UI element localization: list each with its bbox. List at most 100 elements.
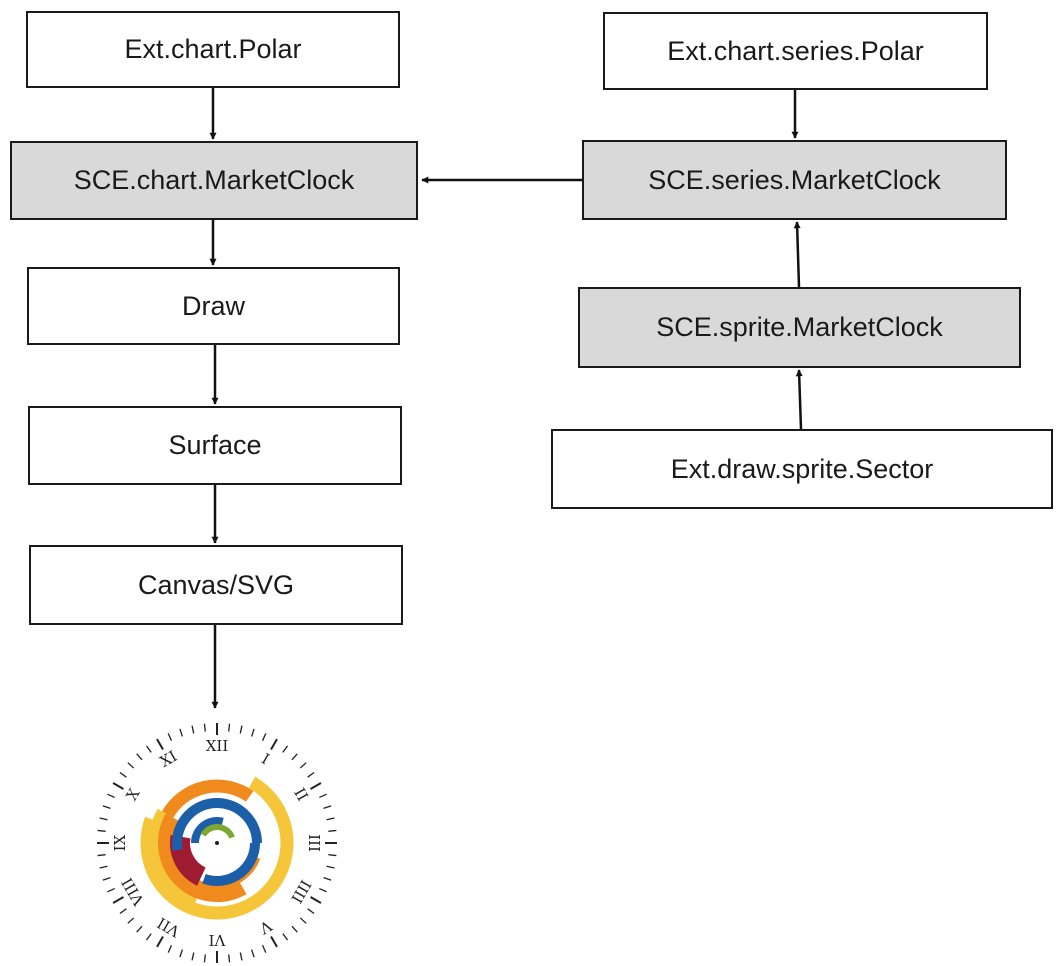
clock-arc [158, 813, 247, 902]
node-canvas-svg: Canvas/SVG [29, 545, 403, 625]
clock-numeral: IIII [287, 877, 314, 907]
clock-tick [250, 728, 255, 737]
clock-tick [228, 954, 231, 963]
clock-tick [97, 829, 106, 832]
arrow-sprite-to-series-marketclock [793, 221, 801, 288]
clock-tick [282, 745, 289, 753]
clock-numeral: VIII [118, 875, 148, 910]
clock-tick-marks [97, 723, 337, 963]
clock-tick [250, 949, 255, 958]
clock-tick [191, 952, 195, 961]
clock-tick [239, 952, 243, 961]
clock-tick [136, 753, 143, 761]
clock-tick [323, 805, 332, 810]
clock-tick [282, 933, 289, 941]
clock-numeral: VII [154, 914, 184, 941]
clock-tick [328, 829, 337, 832]
clock-tick [99, 817, 108, 821]
clock-numeral: XI [157, 747, 180, 771]
clock-tick [203, 723, 206, 732]
clock-tick [102, 876, 111, 881]
clock-tick [179, 949, 184, 958]
clock-tick [119, 908, 127, 915]
clock-tick [97, 854, 106, 857]
clock-numeral: I [258, 750, 272, 769]
clock-tick [107, 793, 115, 799]
clock-tick [307, 771, 315, 778]
clock-numeral: VI [209, 931, 227, 949]
clock-numeral: XII [206, 737, 229, 755]
clock-tick [270, 738, 278, 750]
clock-tick [228, 723, 231, 732]
clock-tick [310, 896, 322, 904]
clock-numeral: IX [111, 834, 129, 851]
node-label: SCE.series.MarketClock [648, 164, 941, 195]
clock-tick [328, 854, 337, 857]
node-surface: Surface [28, 406, 402, 485]
clock-numeral: V [255, 916, 275, 938]
clock-arc [148, 808, 199, 908]
clock-tick [319, 887, 327, 893]
clock-tick [112, 782, 124, 790]
clock-tick [99, 865, 108, 869]
clock-numeral: X [123, 785, 144, 804]
clock-tick [326, 817, 335, 821]
clock-numeral: III [305, 834, 323, 852]
node-label: Draw [181, 290, 245, 321]
clock-tick [291, 753, 298, 761]
clock-tick [310, 782, 322, 790]
clock-tick [145, 933, 152, 941]
clock-tick [323, 876, 332, 881]
clock-arc [162, 779, 254, 818]
clock-tick [102, 805, 111, 810]
node-sce-series-marketclock: SCE.series.MarketClock [582, 140, 1007, 220]
node-ext-chart-series-polar: Ext.chart.series.Polar [603, 12, 988, 90]
clock-tick [261, 945, 267, 953]
clock-arc [200, 824, 235, 839]
node-label: Ext.chart.series.Polar [667, 35, 924, 66]
clock-tick [261, 733, 267, 741]
node-label: SCE.sprite.MarketClock [656, 312, 943, 342]
clock-tick [179, 728, 184, 737]
clock-sector-arcs [140, 776, 294, 920]
clock-arc [140, 776, 294, 920]
clock-tick [167, 733, 173, 741]
clock-tick [145, 745, 152, 753]
clock-tick [299, 762, 307, 769]
node-label: SCE.chart.MarketClock [73, 165, 355, 195]
clock-tick [239, 725, 243, 734]
clock-arc [172, 798, 262, 851]
node-label: Ext.draw.sprite.Sector [670, 453, 934, 484]
clock-tick [203, 954, 206, 963]
node-sce-sprite-marketclock: SCE.sprite.MarketClock [578, 287, 1021, 368]
clock-tick [112, 896, 124, 904]
node-ext-draw-sprite-sector: Ext.draw.sprite.Sector [551, 429, 1053, 509]
clock-tick [107, 887, 115, 893]
node-label: Surface [168, 430, 262, 460]
node-label: Canvas/SVG [137, 569, 295, 600]
clock-tick [127, 762, 135, 769]
clock-tick [156, 738, 164, 750]
clock-tick [291, 925, 298, 933]
clock-tick [136, 925, 143, 933]
clock-tick [167, 945, 173, 953]
clock-tick [326, 865, 335, 869]
arrow-sector-to-sprite [795, 369, 803, 430]
clock-tick [191, 725, 195, 734]
clock-tick [270, 936, 278, 948]
clock-arc [191, 817, 224, 844]
clock-numeral: II [290, 785, 312, 804]
clock-arc [202, 842, 260, 886]
node-ext-chart-polar: Ext.chart.Polar [26, 11, 400, 88]
node-sce-chart-marketclock: SCE.chart.MarketClock [10, 141, 418, 220]
clock-tick [319, 793, 327, 799]
node-label: Ext.chart.Polar [124, 34, 302, 64]
clock-center-dot [215, 841, 219, 845]
clock-tick [156, 936, 164, 948]
clock-tick [307, 908, 315, 915]
clock-tick [299, 917, 307, 924]
clock-tick [119, 771, 127, 778]
